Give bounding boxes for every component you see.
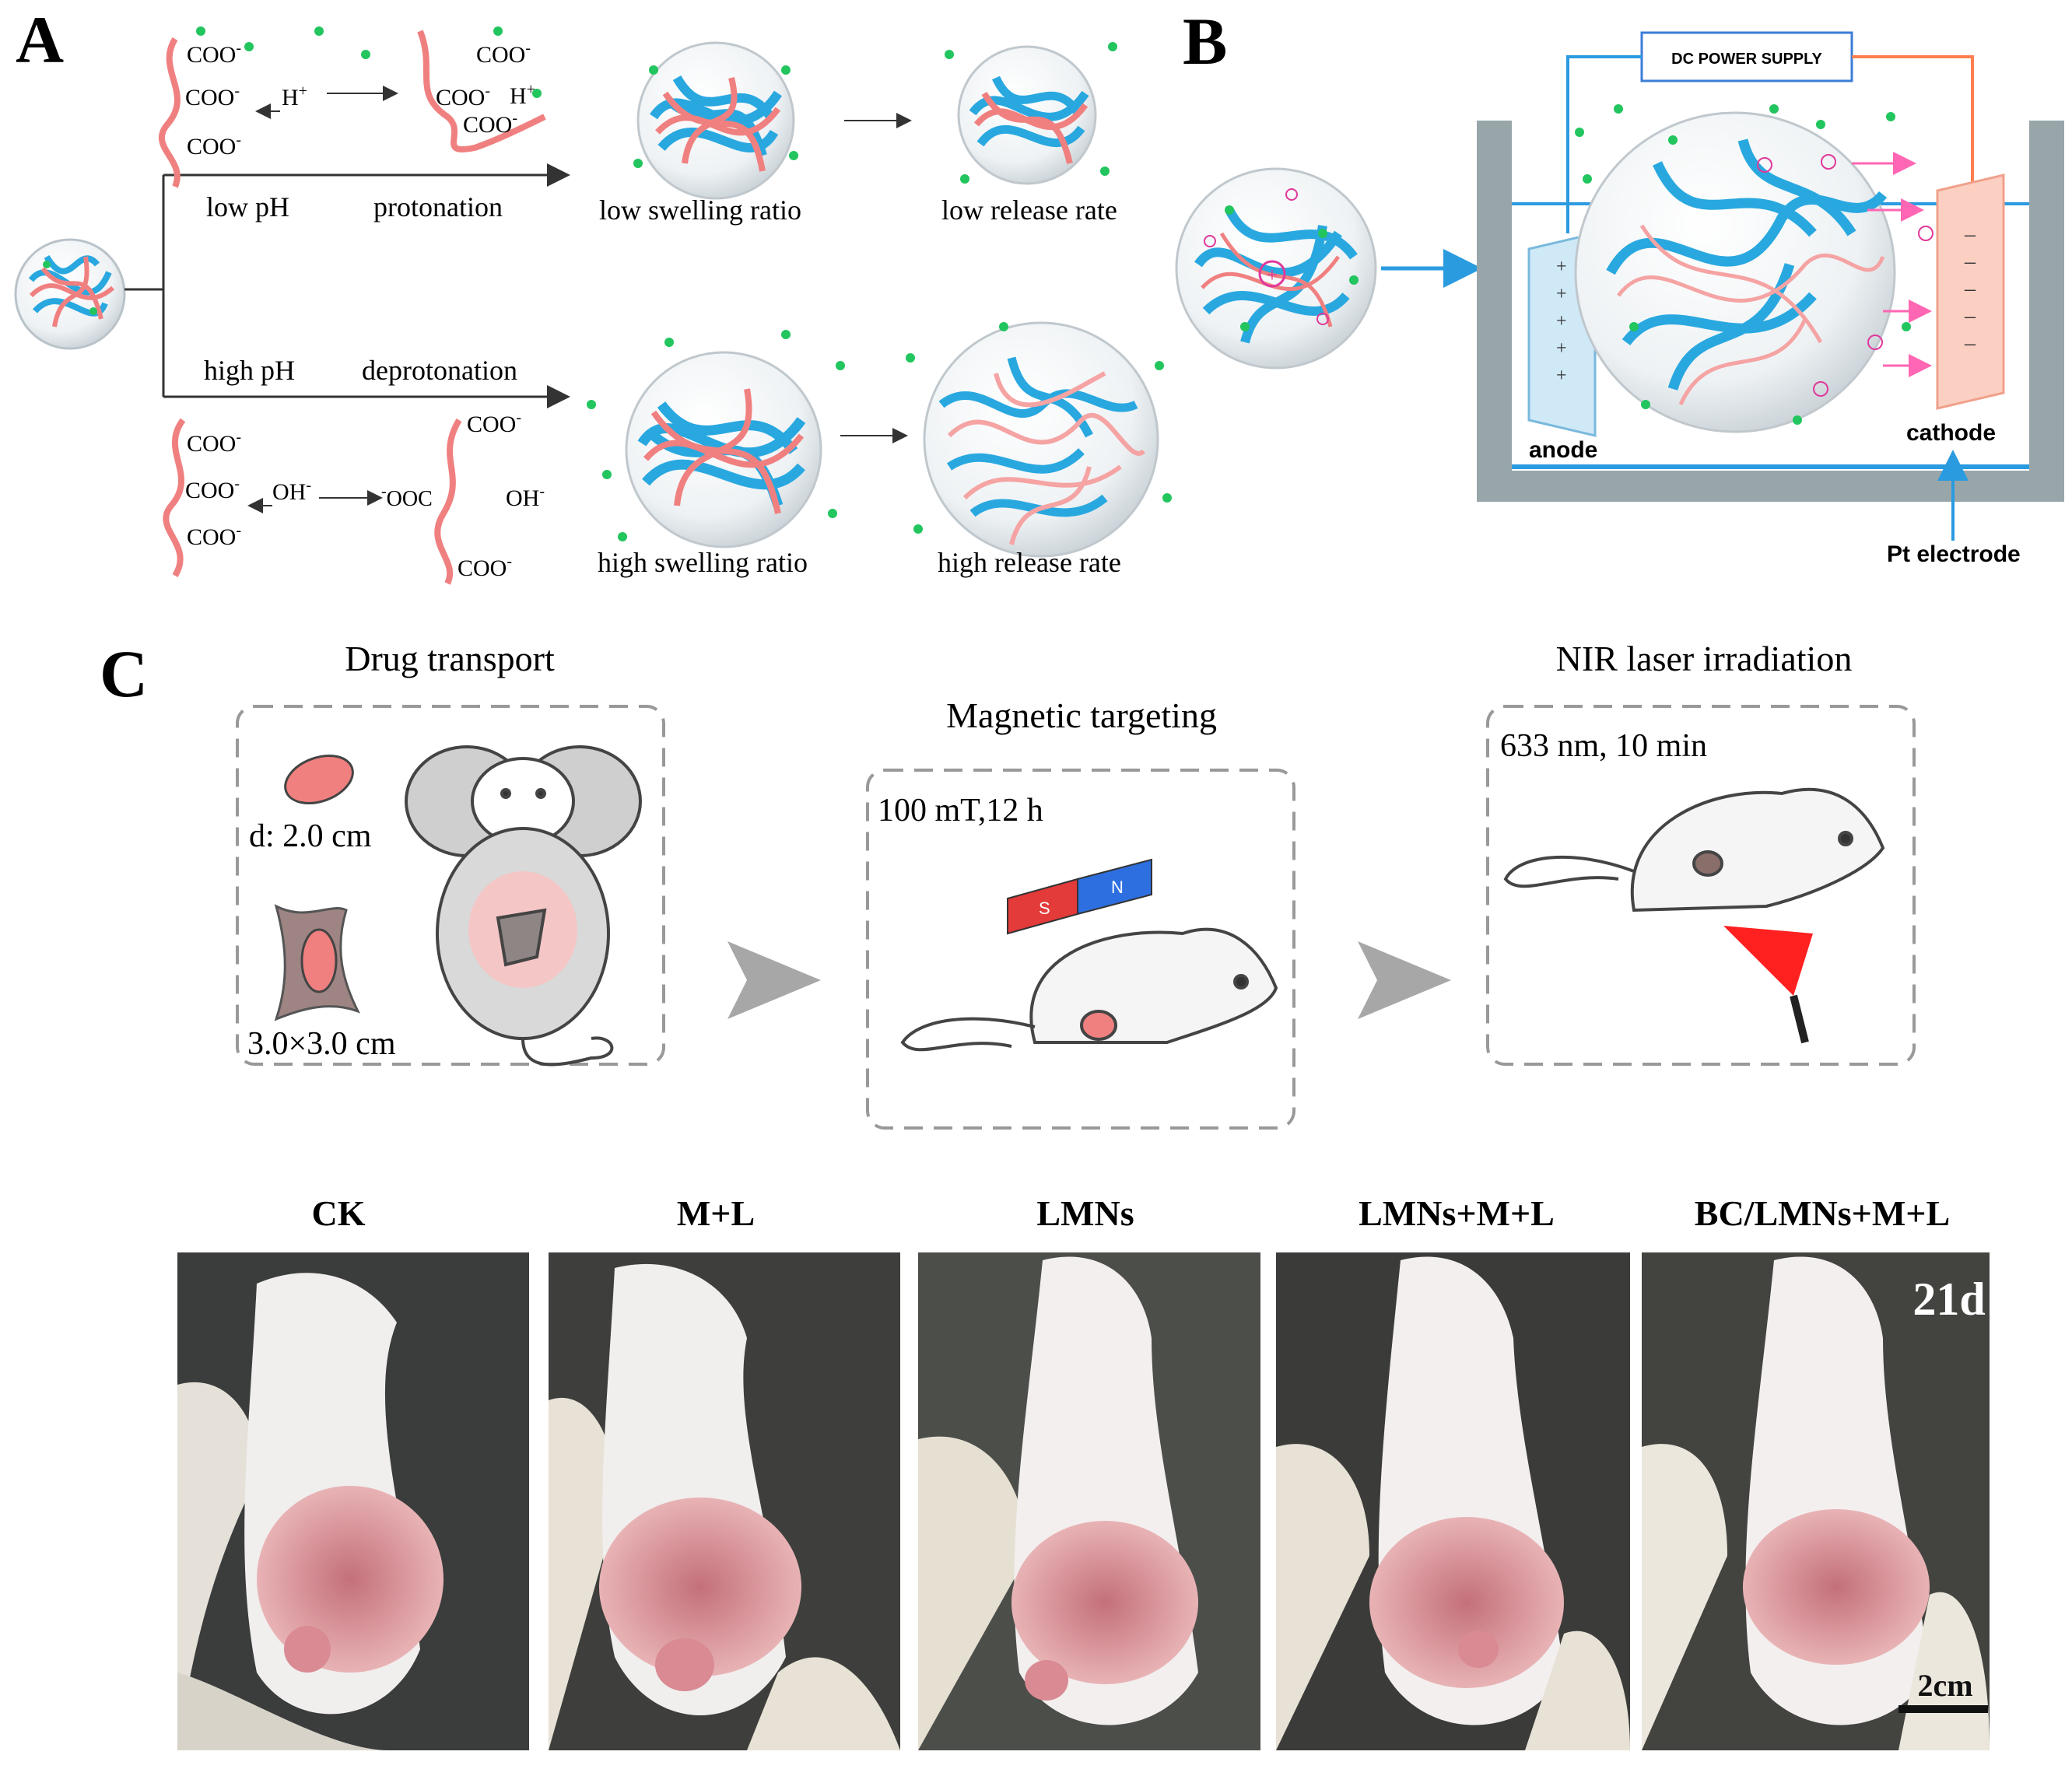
high-ph-label: high pH — [204, 355, 295, 386]
nir-box — [1486, 705, 1916, 1066]
tank-hydrogel — [1574, 111, 1896, 433]
drug-transport-box — [236, 705, 665, 1066]
drug-dots-a — [43, 26, 1172, 541]
photo-label-1: M+L — [677, 1193, 755, 1233]
diameter-label: d: 2.0 cm — [249, 818, 372, 854]
svg-text:COO-: COO- — [463, 110, 517, 138]
magnet-icon: S N — [1007, 858, 1152, 935]
panel-b: B + DC POWER SUPPLY + + + + + anode — [1175, 4, 2064, 567]
panel-b-letter: B — [1183, 4, 1227, 79]
anode-charges: + + + + + — [1556, 257, 1567, 386]
svg-text:+: + — [1556, 366, 1567, 386]
svg-text:COO-: COO- — [187, 429, 241, 457]
nir-title: NIR laser irradiation — [1556, 639, 1853, 678]
low-ph-chemistry: COO- COO- COO- H+ COO- COO- H+ COO- — [159, 30, 546, 188]
svg-text:+: + — [1267, 264, 1278, 286]
field-label: 100 mT,12 h — [878, 793, 1043, 828]
svg-text:COO-: COO- — [185, 475, 240, 503]
low-swelling-hydrogel — [636, 41, 795, 200]
svg-text:–: – — [1964, 250, 1976, 274]
scale-label: 2cm — [1917, 1668, 1972, 1703]
photo-m-l — [549, 1252, 900, 1750]
mouse-front-cartoon — [405, 745, 642, 1067]
scale-bar — [1898, 1705, 1988, 1713]
svg-text:–: – — [1964, 304, 1976, 328]
svg-text:OH-: OH- — [506, 483, 545, 511]
mouse-side-cartoon-2 — [1503, 787, 1885, 913]
laser-pointer-icon — [1790, 994, 1809, 1044]
pt-electrode-label: Pt electrode — [1887, 541, 2021, 567]
svg-text:+: + — [1556, 311, 1567, 331]
panel-c: C Drug transport Magnetic targeting NIR … — [100, 636, 1916, 1130]
drug-transport-title: Drug transport — [345, 639, 555, 678]
svg-text:-OOC: -OOC — [381, 483, 433, 511]
cathode-charges: – – – – – — [1964, 222, 1976, 356]
high-release-label: high release rate — [938, 547, 1121, 578]
low-release-label: low release rate — [941, 194, 1117, 226]
svg-text:H+: H+ — [282, 82, 307, 110]
hydrogel-patch-icon — [284, 755, 354, 804]
photo-row: CK M+L LMNs LMNs+M+L BC/LMNs+M+L — [177, 1193, 1990, 1750]
mouse-side-cartoon-1 — [900, 927, 1278, 1052]
high-release-hydrogel — [923, 321, 1159, 558]
photo-label-4: BC/LMNs+M+L — [1695, 1193, 1950, 1233]
low-swelling-label: low swelling ratio — [599, 194, 801, 226]
panel-a-letter: A — [16, 2, 64, 77]
svg-text:COO-: COO- — [467, 409, 521, 437]
step-arrow-1 — [727, 941, 821, 1019]
svg-text:COO-: COO- — [185, 82, 240, 110]
panel-c-letter: C — [100, 636, 148, 711]
laser-beam — [1723, 926, 1813, 996]
svg-text:–: – — [1964, 331, 1976, 356]
day-label: 21d — [1912, 1273, 1985, 1325]
cation-flow-arrows — [1852, 152, 1932, 377]
electrolysis-tank — [1477, 121, 2064, 502]
svg-text:COO-: COO- — [436, 82, 490, 110]
panel-a: A COO- COO- COO- H+ COO- COO- H+ COO- lo… — [14, 2, 1172, 585]
hydrogel-bead-start — [14, 238, 126, 350]
high-swelling-hydrogel — [625, 351, 822, 548]
high-ph-chemistry: COO- COO- COO- OH- COO- -OOC OH- COO- — [163, 409, 545, 585]
dc-power-supply — [1640, 31, 1853, 82]
dc-power-supply-label: DC POWER SUPPLY — [1671, 51, 1822, 68]
photo-label-3: LMNs+M+L — [1359, 1193, 1555, 1233]
photo-label-2: LMNs — [1036, 1193, 1134, 1233]
svg-text:+: + — [1556, 338, 1567, 359]
svg-text:+: + — [1556, 284, 1567, 304]
photo-label-0: CK — [312, 1193, 366, 1233]
svg-text:COO-: COO- — [476, 40, 531, 68]
svg-text:OH-: OH- — [272, 477, 311, 505]
svg-text:S: S — [1039, 899, 1050, 918]
deprotonation-label: deprotonation — [362, 355, 517, 386]
magnetic-targeting-title: Magnetic targeting — [946, 695, 1217, 735]
svg-text:COO-: COO- — [187, 131, 241, 159]
anode-label: anode — [1529, 437, 1597, 463]
svg-text:COO-: COO- — [187, 40, 241, 68]
cations — [1204, 154, 1934, 397]
photo-lmns — [918, 1252, 1260, 1750]
svg-text:+: + — [1556, 257, 1567, 277]
svg-text:COO-: COO- — [187, 522, 241, 550]
step-arrow-2 — [1358, 941, 1451, 1019]
laser-label: 633 nm, 10 min — [1500, 728, 1707, 764]
cathode-plate — [1936, 173, 2005, 410]
ionic-hydrogel: + — [1175, 167, 1377, 370]
magnetic-targeting-box — [866, 769, 1295, 1130]
svg-text:H+: H+ — [510, 81, 535, 109]
drug-dots-b — [1225, 104, 1911, 425]
svg-text:COO-: COO- — [458, 553, 512, 581]
protonation-label: protonation — [373, 191, 503, 222]
svg-text:N: N — [1111, 877, 1124, 897]
svg-text:–: – — [1964, 277, 1976, 301]
photo-ck — [177, 1252, 529, 1750]
cathode-label: cathode — [1906, 420, 1996, 446]
photo-lmns-m-l — [1276, 1252, 1630, 1750]
low-release-hydrogel — [957, 45, 1097, 185]
low-ph-label: low pH — [206, 191, 289, 222]
size-label: 3.0×3.0 cm — [247, 1026, 396, 1062]
svg-text:–: – — [1964, 222, 1976, 247]
high-swelling-label: high swelling ratio — [598, 547, 808, 578]
